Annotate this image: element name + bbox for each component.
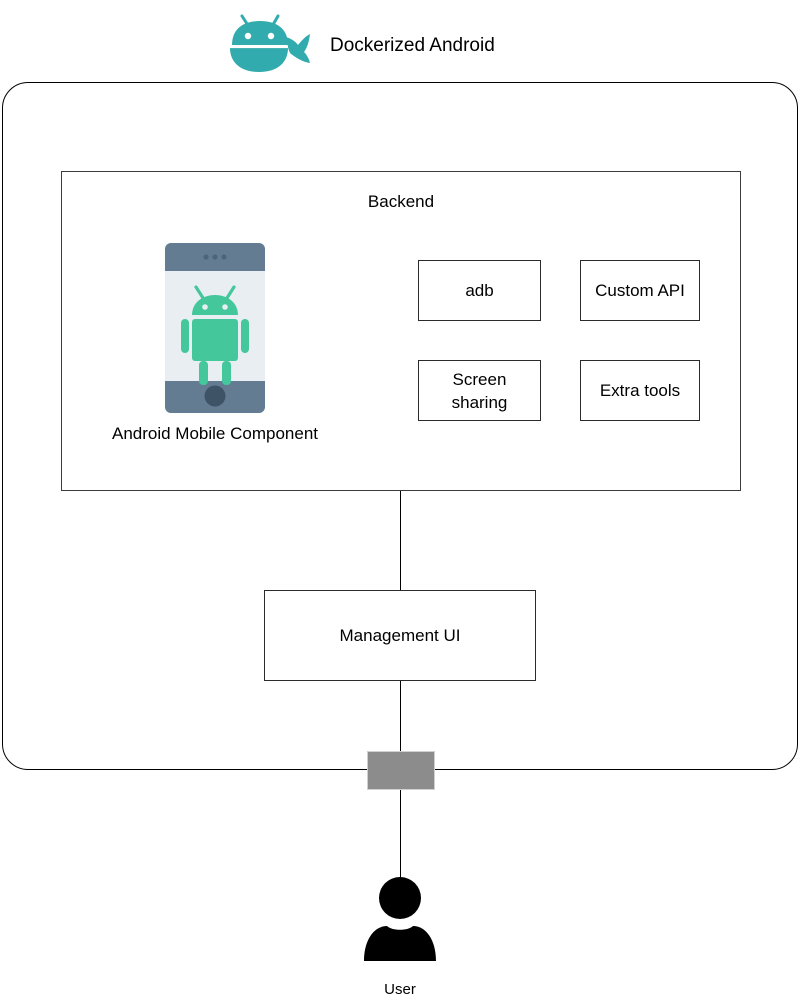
service-box-custom-api[interactable]: Custom API [580, 260, 700, 321]
android-phone-icon [165, 243, 265, 413]
service-label-custom-api: Custom API [595, 281, 685, 300]
user-label: User [384, 981, 416, 998]
management-ui-box[interactable]: Management UI [264, 590, 536, 681]
connector-management-ui-to-boundary [400, 681, 401, 751]
dockerized-android-logo-icon [226, 12, 312, 74]
management-ui-label: Management UI [339, 625, 461, 645]
service-label-screen-sharing-line1: Screen [452, 369, 507, 389]
service-label-screen-sharing-line2: sharing [451, 392, 508, 412]
service-label-screen-sharing: Screen sharing [452, 368, 508, 414]
service-label-extra-tools: Extra tools [599, 381, 681, 400]
android-mobile-component-label: Android Mobile Component [111, 424, 318, 443]
host-boundary-block [367, 751, 435, 790]
service-box-adb[interactable]: adb [418, 260, 541, 321]
service-box-screen-sharing[interactable]: Screen sharing [418, 360, 541, 421]
backend-label: Backend [367, 192, 435, 211]
service-box-extra-tools[interactable]: Extra tools [580, 360, 700, 421]
service-label-adb: adb [465, 281, 494, 300]
connector-boundary-to-user [400, 790, 401, 883]
diagram-title: Dockerized Android [330, 35, 495, 56]
user-icon [362, 876, 438, 961]
connector-backend-to-management-ui [400, 491, 401, 590]
